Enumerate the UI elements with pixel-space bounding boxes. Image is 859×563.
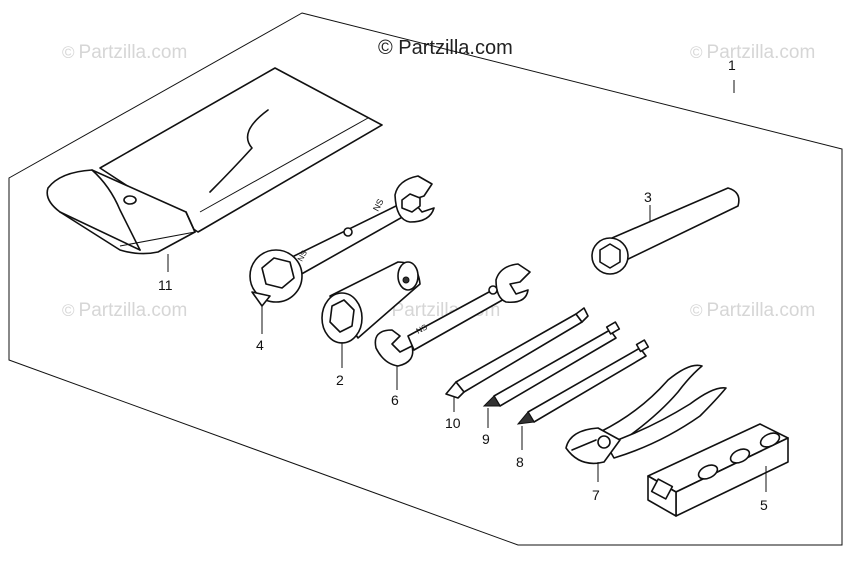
wrench-stamp: NS — [371, 197, 386, 213]
callout-10: 10 — [445, 415, 461, 431]
watermark-mid-right: ©Partzilla.com — [690, 300, 816, 321]
callout-2: 2 — [336, 372, 344, 388]
brand-watermark: © Partzilla.com — [378, 37, 513, 59]
flat-screwdriver — [445, 307, 589, 399]
callout-5: 5 — [760, 497, 768, 513]
callout-1: 1 — [728, 57, 736, 73]
flat-spanner — [591, 187, 740, 275]
callout-6: 6 — [391, 392, 399, 408]
tool-bag — [46, 67, 383, 255]
watermark-top-right: ©Partzilla.com — [690, 42, 816, 63]
callout-7: 7 — [592, 487, 600, 503]
screwdriver-bit — [516, 339, 650, 425]
callout-9: 9 — [482, 431, 490, 447]
phillips-screwdriver — [482, 321, 621, 407]
callout-4: 4 — [256, 337, 264, 353]
watermark-mid-left: ©Partzilla.com — [62, 300, 188, 321]
callout-11: 11 — [158, 277, 173, 293]
callout-8: 8 — [516, 454, 524, 470]
combination-wrench: NS NS — [249, 175, 435, 307]
assembly-frame — [8, 12, 843, 546]
socket-wrench — [321, 261, 421, 344]
callout-3: 3 — [644, 189, 652, 205]
pliers — [565, 364, 727, 465]
watermark-top-left: ©Partzilla.com — [62, 42, 188, 63]
extension-bar — [647, 423, 789, 517]
open-end-wrench: NS — [374, 263, 531, 367]
